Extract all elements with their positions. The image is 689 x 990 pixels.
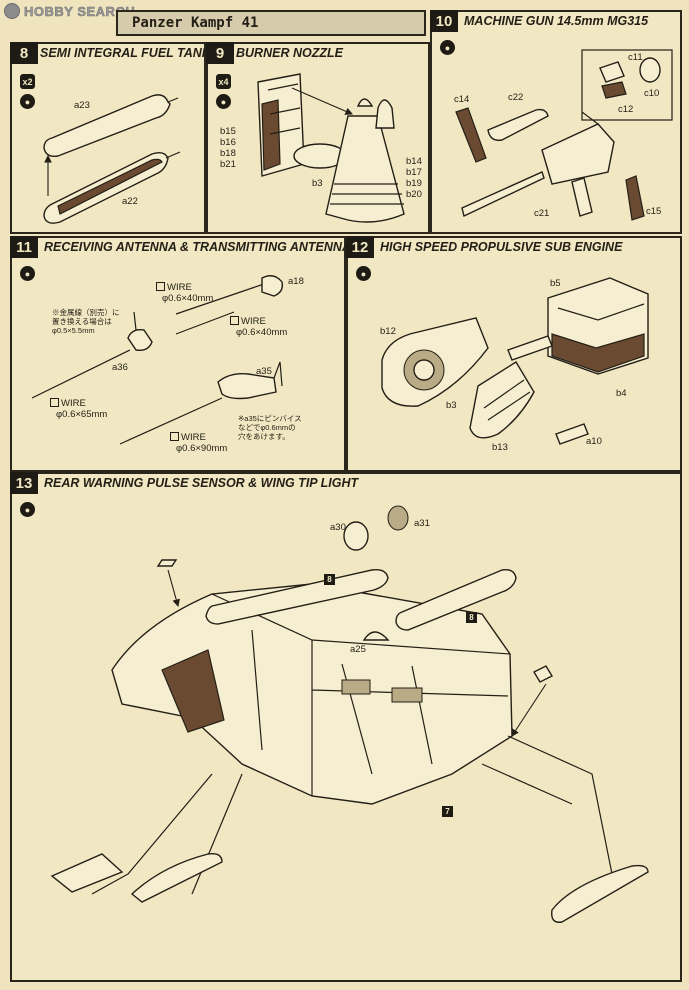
checkbox-icon — [170, 432, 179, 441]
step-12-panel: 12 HIGH SPEED PROPULSIVE SUB ENGINE ● b5… — [346, 236, 682, 472]
part-label-b12: b12 — [380, 326, 396, 337]
glue-icon: ● — [356, 266, 371, 281]
quantity-badge: x2 — [20, 74, 35, 89]
wire-label: WIRE — [181, 432, 206, 443]
wire-size: φ0.6×40mm — [236, 327, 288, 338]
part-label-a23: a23 — [74, 100, 90, 111]
step-title: BURNER NOZZLE — [236, 46, 343, 60]
glue-icon: ● — [216, 94, 231, 109]
glue-icon: ● — [20, 502, 35, 517]
wire-size: φ0.6×90mm — [176, 443, 228, 454]
step-number: 8 — [10, 42, 38, 64]
step-reference-8: 8 — [466, 612, 477, 623]
part-label-c11: c11 — [628, 52, 643, 63]
step-11-panel: 11 RECEIVING ANTENNA & TRANSMITTING ANTE… — [10, 236, 351, 472]
wire-spec-3: WIRE φ0.6×65mm — [50, 398, 107, 420]
part-label-a22: a22 — [122, 196, 138, 207]
step-title: SEMI INTEGRAL FUEL TANK — [40, 46, 211, 60]
quantity-badge: x4 — [216, 74, 231, 89]
step-number: 13 — [10, 472, 38, 494]
step-title: RECEIVING ANTENNA & TRANSMITTING ANTENNA — [44, 240, 351, 254]
part-label-b5: b5 — [550, 278, 561, 289]
part-label-c14: c14 — [454, 94, 470, 105]
note-drill-hole: ※a35にピンバイス などでφ0.6mmの 穴をあけます。 — [238, 414, 302, 441]
antenna-illustration — [31, 275, 284, 445]
wire-label: WIRE — [61, 398, 86, 409]
wire-label: WIRE — [167, 282, 192, 293]
part-label-a10: a10 — [586, 436, 602, 447]
step-10-panel: 10 MACHINE GUN 14.5mm MG315 ● c11 c10 c1… — [430, 10, 682, 234]
step-number: 9 — [206, 42, 234, 64]
machine-gun-illustration — [455, 49, 673, 221]
part-label-c22: c22 — [508, 92, 524, 103]
glue-icon: ● — [20, 266, 35, 281]
wire-spec-4: WIRE φ0.6×90mm — [170, 432, 227, 454]
wire-size: φ0.6×40mm — [162, 293, 214, 304]
checkbox-icon — [156, 282, 165, 291]
part-label-b4: b4 — [616, 388, 627, 399]
wire-size: φ0.6×65mm — [56, 409, 108, 420]
step-13-panel: 13 REAR WARNING PULSE SENSOR & WING TIP … — [10, 472, 682, 982]
step-reference-8: 8 — [324, 574, 335, 585]
part-label-a25: a25 — [350, 644, 366, 655]
model-title: Panzer Kampf 41 — [116, 10, 426, 36]
part-label-group-right: b14 b17 b19 b20 — [406, 156, 422, 200]
fuel-tank-illustration — [43, 94, 181, 224]
glue-icon: ● — [20, 94, 35, 109]
part-label-a30: a30 — [330, 522, 346, 533]
step-8-panel: 8 SEMI INTEGRAL FUEL TANK x2 ● a23 a22 — [10, 42, 211, 234]
wire-label: WIRE — [241, 316, 266, 327]
checkbox-icon — [50, 398, 59, 407]
hobbysearch-watermark: HOBBY SEARCH — [4, 2, 135, 20]
step-number: 11 — [10, 236, 38, 258]
part-label-b3: b3 — [446, 400, 457, 411]
step-title: MACHINE GUN 14.5mm MG315 — [464, 14, 649, 28]
part-label-b13: b13 — [492, 442, 508, 453]
vehicle-assembly-illustration — [50, 505, 649, 923]
watermark-text: HOBBY SEARCH — [24, 3, 136, 19]
part-label-group-left: b15 b16 b18 b21 — [220, 126, 236, 170]
sub-engine-illustration — [381, 277, 649, 445]
step-title: HIGH SPEED PROPULSIVE SUB ENGINE — [380, 240, 623, 254]
checkbox-icon — [230, 316, 239, 325]
step-title: REAR WARNING PULSE SENSOR & WING TIP LIG… — [44, 476, 359, 490]
hobbysearch-logo-icon — [4, 3, 20, 19]
part-label-a36: a36 — [112, 362, 128, 373]
burner-nozzle-illustration — [257, 73, 405, 223]
step-reference-7: 7 — [442, 806, 453, 817]
part-label-c15: c15 — [646, 206, 662, 217]
glue-icon: ● — [440, 40, 455, 55]
part-label-a18: a18 — [288, 276, 304, 287]
step-9-panel: 9 BURNER NOZZLE x4 ● b15 b16 b18 b21 b3 … — [206, 42, 430, 234]
part-label-a31: a31 — [414, 518, 430, 529]
part-label-c12: c12 — [618, 104, 634, 115]
wire-spec-2: WIRE φ0.6×40mm — [230, 316, 287, 338]
part-label-a35: a35 — [256, 366, 272, 377]
part-label-c10: c10 — [644, 88, 660, 99]
note-metal-wire: ※金属線（別売）に 置き換える場合は φ0.5×5.5mm — [52, 308, 120, 335]
step-number: 10 — [430, 10, 458, 32]
wire-spec-1: WIRE φ0.6×40mm — [156, 282, 213, 304]
step-number: 12 — [346, 236, 374, 258]
part-label-b3: b3 — [312, 178, 323, 189]
part-label-c21: c21 — [534, 208, 550, 219]
